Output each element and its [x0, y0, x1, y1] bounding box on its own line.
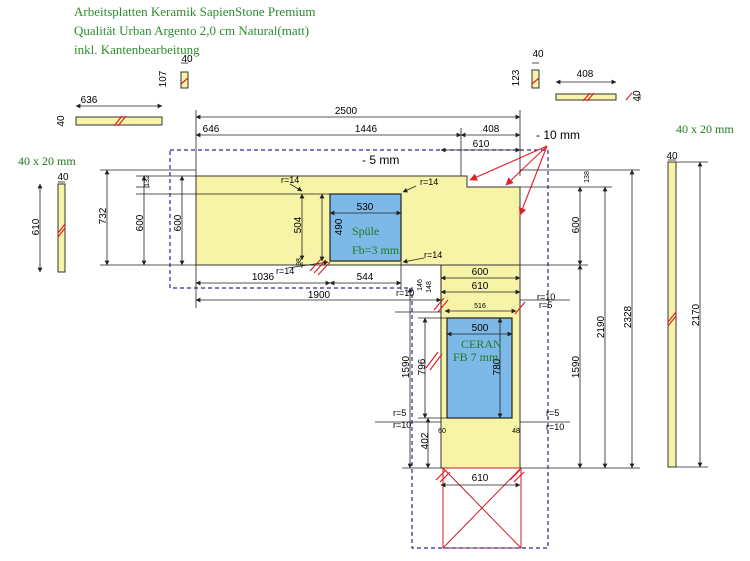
- radius-r5-b: r=5: [393, 408, 406, 418]
- dim-408-top: 408: [483, 124, 500, 135]
- dim-636: 636: [81, 95, 98, 106]
- dim-48: 48: [512, 428, 520, 435]
- edge-strip-2170: [667, 161, 677, 468]
- radius-r10-a: r=10: [396, 288, 414, 298]
- label-minus-5: - 5 mm: [362, 153, 399, 167]
- dim-2328: 2328: [623, 305, 634, 328]
- dim-146: 146: [417, 279, 424, 291]
- dim-600-left: 600: [135, 214, 146, 231]
- radius-r14-a: r=14: [281, 175, 299, 185]
- dim-408-strip: 408: [577, 69, 594, 80]
- dim-40-a: 40: [181, 54, 193, 65]
- dim-1036: 1036: [252, 272, 275, 283]
- dim-530: 530: [357, 202, 374, 213]
- dim-1590-left: 1590: [401, 355, 412, 378]
- edge-strip-123: [531, 69, 540, 89]
- dim-610-bottom: 610: [472, 473, 489, 484]
- header-line-3: inkl. Kantenbearbeitung: [74, 42, 200, 57]
- dim-40-b: 40: [532, 49, 544, 60]
- dim-2190: 2190: [596, 315, 607, 338]
- hob-label: CERAN: [461, 337, 502, 351]
- sink-label: Spüle: [352, 224, 379, 238]
- dim-544: 544: [357, 272, 374, 283]
- radius-r5-a: r=5: [539, 300, 552, 310]
- dim-1590-right: 1590: [571, 355, 582, 378]
- dim-600-right: 600: [571, 216, 582, 233]
- sink-fb-label: Fb=3 mm: [352, 243, 400, 257]
- dim-1446: 1446: [355, 124, 378, 135]
- dim-516: 516: [474, 303, 486, 310]
- dim-610-strip: 610: [31, 218, 42, 235]
- dim-610-corner: 610: [472, 281, 489, 292]
- radius-r10-c: r=10: [393, 420, 411, 430]
- dim-2500: 2500: [335, 106, 358, 117]
- dim-504: 504: [293, 216, 304, 233]
- dim-98: 98: [296, 258, 303, 266]
- radius-r10-b: r=10: [537, 292, 555, 302]
- dim-40-e: 40: [56, 115, 67, 127]
- dim-780: 780: [492, 358, 503, 375]
- header-line-1: Arbeitsplatten Keramik SapienStone Premi…: [74, 4, 316, 19]
- dim-500: 500: [472, 323, 489, 334]
- radius-r14-c: r=14: [424, 250, 442, 260]
- hob-fb-label: FB 7 mm: [453, 350, 499, 364]
- edge-label-left: 40 x 20 mm: [18, 154, 76, 168]
- dim-732: 732: [98, 207, 109, 224]
- sink-cutout: [329, 193, 402, 262]
- radius-r14-b: r=14: [420, 177, 438, 187]
- dim-600-corner: 600: [472, 267, 489, 278]
- dim-60: 60: [438, 428, 446, 435]
- dim-40-f: 40: [632, 90, 643, 102]
- dim-138: 138: [584, 171, 591, 183]
- header-line-2: Qualität Urban Argento 2,0 cm Natural(ma…: [74, 23, 310, 38]
- dim-40-c: 40: [57, 172, 69, 183]
- radius-r5-c: r=5: [546, 408, 559, 418]
- label-minus-10: - 10 mm: [536, 128, 580, 142]
- dim-132: 132: [144, 175, 151, 187]
- edge-label-right: 40 x 20 mm: [676, 122, 734, 136]
- dim-148: 148: [426, 281, 433, 293]
- radius-r14-d: r=14: [276, 266, 294, 276]
- dim-1900: 1900: [308, 290, 331, 301]
- dim-490: 490: [334, 218, 345, 235]
- dashed-outline: [169, 149, 549, 549]
- dim-600-left2: 600: [173, 214, 184, 231]
- radius-r10-d: r=10: [546, 422, 564, 432]
- dim-796: 796: [417, 358, 428, 375]
- dim-107: 107: [158, 70, 169, 87]
- dim-610-top: 610: [473, 139, 490, 150]
- dim-646: 646: [203, 124, 220, 135]
- dim-402: 402: [420, 432, 431, 449]
- edge-strip-107: [180, 71, 189, 89]
- dim-40-d: 40: [666, 151, 678, 162]
- dim-123: 123: [511, 69, 522, 86]
- dim-2170: 2170: [691, 303, 702, 326]
